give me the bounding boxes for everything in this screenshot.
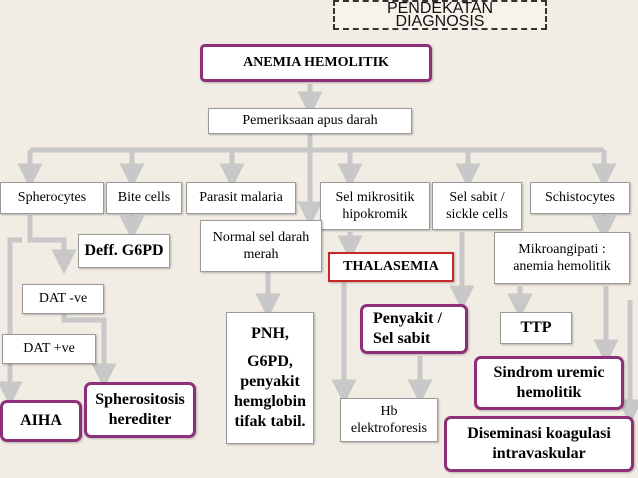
title-line2: DIAGNOSIS bbox=[395, 13, 485, 30]
node-ttp: TTP bbox=[500, 312, 572, 344]
node-bite-cells: Bite cells bbox=[106, 182, 182, 214]
node-spherositosis: Spherositosis herediter bbox=[84, 382, 196, 438]
node-pnh: PNH, G6PD, penyakit hemglobin tifak tabi… bbox=[226, 312, 314, 444]
connector-sphero-split bbox=[27, 215, 77, 275]
node-anemia-hemolitik: ANEMIA HEMOLITIK bbox=[200, 44, 432, 82]
node-thalasemia: THALASEMIA bbox=[328, 252, 454, 282]
node-mikroangipati: Mikroangipati : anemia hemolitik bbox=[494, 232, 630, 284]
node-schistocytes: Schistocytes bbox=[530, 182, 630, 214]
node-parasit-malaria: Parasit malaria bbox=[186, 182, 296, 214]
node-sindrom-uremic: Sindrom uremic hemolitik bbox=[474, 356, 624, 410]
node-dat-negative: DAT -ve bbox=[22, 284, 104, 314]
node-diseminasi: Diseminasi koagulasi intravaskular bbox=[444, 416, 634, 472]
node-sel-sabit: Sel sabit / sickle cells bbox=[432, 182, 522, 230]
connector-sphero-datpos bbox=[0, 237, 23, 407]
title-line1: PENDEKATAN bbox=[386, 0, 494, 17]
node-spherocytes: Spherocytes bbox=[0, 182, 104, 214]
node-hb-elektroforesis: Hb elektroforesis bbox=[340, 398, 438, 442]
node-aiha: AIHA bbox=[0, 400, 82, 442]
diagram-title: PENDEKATAN DIAGNOSIS bbox=[333, 0, 547, 30]
node-sel-mikrositik: Sel mikrositik hipokromik bbox=[320, 182, 430, 230]
node-normal-sel: Normal sel darah merah bbox=[200, 220, 322, 272]
node-deff-g6pd: Deff. G6PD bbox=[78, 234, 170, 268]
node-apus-darah: Pemeriksaan apus darah bbox=[208, 108, 412, 134]
pnh-line1: PNH, bbox=[251, 325, 289, 342]
node-penyakit-sabit: Penyakit / Sel sabit bbox=[360, 304, 468, 354]
node-dat-positive: DAT +ve bbox=[2, 334, 96, 364]
pnh-line2: G6PD, penyakit hemglobin tifak tabil. bbox=[233, 353, 306, 430]
